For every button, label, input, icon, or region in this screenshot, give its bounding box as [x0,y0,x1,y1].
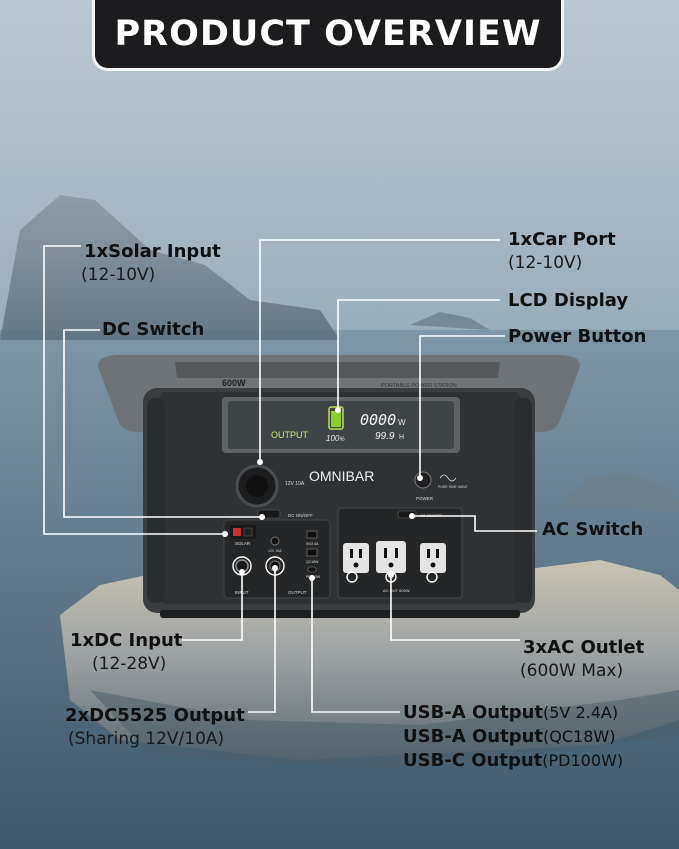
callout-car-port-detail: (12-10V) [508,253,583,273]
left-grip [147,398,165,603]
line-ac-outlet [390,575,520,641]
line-dc5525-output [248,568,276,713]
lcd-watts-unit: W [398,418,406,427]
lcd-hours: 99.9 [375,431,395,442]
line-car-port [259,239,500,462]
lcd-watts: 0000 [360,411,396,429]
dc5525-port-1[interactable] [270,536,280,546]
output-label: OUTPUT [288,590,307,595]
callout-ac-switch-title: AC Switch [542,519,644,540]
line-power-button [419,335,505,478]
callout-dc5525-output-title: 2xDC5525 Output [65,705,245,726]
callout-dc5525-output-detail: (Sharing 12V/10A) [68,729,225,749]
rock-shadow [90,690,679,770]
callout-lcd-display-title: LCD Display [508,290,629,311]
power-label: POWER [416,496,434,501]
ac-outlet-1[interactable] [343,543,369,573]
ac-outlet-2[interactable] [376,541,406,573]
solar-port-black [243,527,253,537]
car-port-label: 12V 10A [285,481,305,487]
callout-usb-a-output-1: USB-A Output(5V 2.4A) [403,702,618,723]
callout-usb-a-output-1-detail: (5V 2.4A) [543,703,619,722]
dc-output-label: 12V 10A [268,549,282,553]
callout-power-button-title: Power Button [508,326,647,347]
callout-solar-input-detail: (12-10V) [81,265,156,285]
ac-output-label: AC OUT 600W [383,588,410,593]
mountain [0,195,340,340]
dc-port-panel [223,519,331,599]
usb-a-port-1[interactable] [306,530,318,539]
callout-usb-c-output: USB-C Output(PD100W) [403,750,623,771]
line-solar-input [43,245,225,535]
callout-usb-a-output-2-title: USB-A Output [403,726,543,747]
capacity-label: 600W [222,378,246,388]
usb-c-port[interactable] [307,566,317,573]
callout-dc-switch-title: DC Switch [102,319,205,340]
line-ac-switch [412,515,537,532]
line-dc-input [182,572,243,641]
battery-icon [328,406,344,430]
device-base [160,610,520,618]
usb-a-port-2[interactable] [306,548,318,557]
banner-title: PRODUCT OVERVIEW [114,14,542,54]
line-lcd-display [337,299,500,410]
sine-wave-icon [439,474,457,482]
line-dc-switch [63,329,262,518]
callout-ac-outlet-title: 3xAC Outlet [523,637,645,658]
dc-switch-label: DC ON/OFF [288,513,313,518]
right-grip [514,398,532,603]
callout-usb-a-output-2: USB-A Output(QC18W) [403,726,615,747]
brand-logo: OMNIBAR [309,468,374,484]
car-port-socket [246,475,268,497]
model-text: PORTABLE POWER STATION [381,383,457,389]
callout-car-port-title: 1xCar Port [508,229,616,250]
callout-usb-a-output-1-title: USB-A Output [403,702,543,723]
callout-solar-input-title: 1xSolar Input [84,241,221,262]
lcd-hours-unit: H [399,434,404,441]
wave-label: PURE SINE WAVE [438,485,468,489]
solar-label: SOLAR [235,541,251,546]
battery-fill [331,411,341,427]
callout-usb-c-output-detail: (PD100W) [542,751,624,770]
usb-a-2-label: QC18W [306,560,319,564]
lcd-mode: OUTPUT [271,430,309,440]
callout-dc-input-title: 1xDC Input [70,630,183,651]
lcd-battery: 100% [326,434,345,443]
solar-port-red [233,528,241,536]
line-usb-output [311,578,400,713]
callout-usb-a-output-2-detail: (QC18W) [543,727,616,746]
callout-ac-outlet-detail: (600W Max) [520,661,624,681]
small-rock-right [560,472,679,512]
usb-a-1-label: 5V/2.4A [306,542,319,546]
callout-dc-input-detail: (12-28V) [92,654,167,674]
title-banner: PRODUCT OVERVIEW [92,0,564,71]
distant-islet [410,312,490,330]
callout-usb-c-output-title: USB-C Output [403,750,543,771]
ac-outlet-3[interactable] [420,543,446,573]
